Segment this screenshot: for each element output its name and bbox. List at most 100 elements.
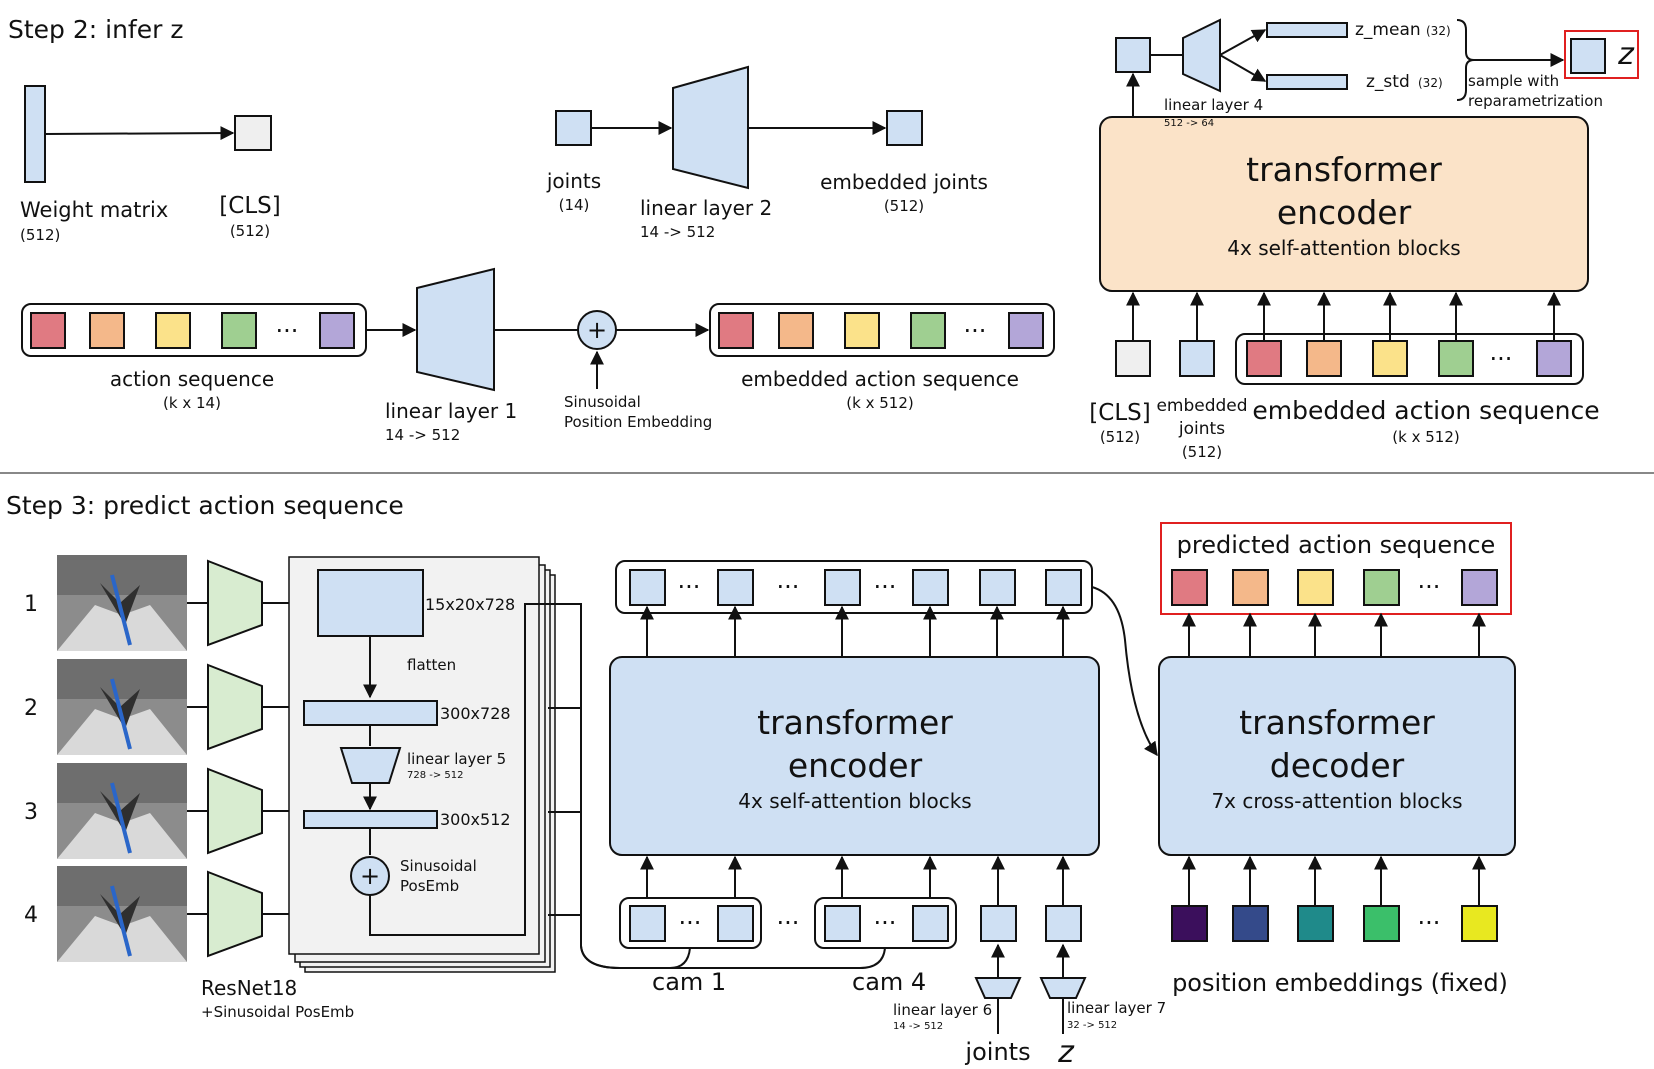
position-embedding-token-2: [1232, 905, 1269, 942]
flattened-block: [303, 700, 438, 726]
camera-number-4: 4: [24, 903, 38, 928]
linear-layer-1-label: linear layer 1: [385, 399, 517, 423]
encoder-output-dots-2: ···: [777, 573, 800, 601]
cls-token: [234, 115, 272, 151]
cam1-token-group: [619, 897, 762, 949]
predicted-action-token-4: [1363, 569, 1400, 606]
encoder-input-action-token-4: [1438, 340, 1474, 377]
linear-layer-4: [1182, 18, 1221, 93]
input-embedded-action-label: embedded action sequence: [1252, 396, 1599, 425]
cvae-transformer-encoder: [1099, 116, 1589, 292]
predicted-dots: ···: [1418, 573, 1441, 601]
embedded-action-token-5: [1008, 312, 1044, 349]
joints-label: joints: [546, 169, 601, 193]
position-embedding-token-4: [1363, 905, 1400, 942]
linear-layer-6-dim: 14 -> 512: [893, 1021, 943, 1032]
decoder-title-1: transformer: [1239, 703, 1435, 742]
cam4-label: cam 4: [852, 968, 926, 996]
encoder-output-token-4: [912, 569, 949, 606]
input-embedded-action-dim: (k x 512): [1392, 428, 1459, 446]
action-sequence-dots: ···: [276, 317, 299, 345]
step2-title: Step 2: infer z: [8, 15, 183, 44]
predicted-action-tokens: [1171, 569, 1498, 606]
z-output-label: z: [1617, 37, 1635, 72]
encoder-input-action-token-2: [1306, 340, 1342, 377]
encoder-input-token-1: [629, 905, 666, 942]
transformer-decoder: [1158, 656, 1516, 856]
linear-layer-1: [416, 267, 495, 392]
sample-label-2: reparametrization: [1468, 92, 1603, 110]
step3-title: Step 3: predict action sequence: [6, 491, 404, 520]
encoder-output-dots-1: ···: [678, 573, 701, 601]
encoder-input-action-token-3: [1372, 340, 1408, 377]
z-std-label: z_std: [1366, 72, 1410, 92]
transformer-encoder: [609, 656, 1100, 856]
z-mean-label: z_mean: [1355, 20, 1421, 40]
input-embedded-action-dots: ···: [1490, 345, 1513, 373]
action-token-2: [89, 312, 125, 349]
camera-photo-4: [57, 866, 187, 962]
camera-number-2: 2: [24, 696, 38, 721]
cvae-encoder-title-1: transformer: [1246, 150, 1442, 189]
encoder-title-1: transformer: [757, 703, 953, 742]
linear-layer-2-dim: 14 -> 512: [640, 223, 715, 241]
sample-label-1: sample with: [1468, 72, 1559, 90]
linear-layer-6-label: linear layer 6: [893, 1001, 992, 1019]
z-output-highlight: [1564, 30, 1639, 79]
encoder-title-2: encoder: [788, 746, 923, 785]
z-std-bar: [1266, 74, 1348, 90]
cvae-encoder-sub: 4x self-attention blocks: [1227, 236, 1460, 260]
joints-dim: (14): [559, 196, 590, 214]
sinusoidal-label-1: Sinusoidal: [564, 393, 641, 411]
predicted-action-label: predicted action sequence: [1177, 531, 1496, 559]
embedded-action-label: embedded action sequence: [741, 367, 1019, 391]
joints-input-label: joints: [964, 1038, 1030, 1066]
weight-matrix: [24, 85, 46, 183]
feature-map-dim: 15x20x728: [425, 595, 515, 614]
decoder-title-2: decoder: [1270, 746, 1405, 785]
embedded-action-group: [709, 303, 1055, 357]
linear-layer-2: [672, 65, 749, 190]
resnet18-4: [207, 870, 263, 958]
encoder-input-token-4: [912, 905, 949, 942]
input-embedded-joints-dim: (512): [1182, 443, 1222, 461]
camera-photo-3: [57, 763, 187, 859]
action-sequence-tokens: [30, 312, 355, 349]
embedded-action-dots: ···: [964, 317, 987, 345]
position-embedding-token-3: [1297, 905, 1334, 942]
cam4-token-group: [814, 897, 957, 949]
camera-photo-1: [57, 555, 187, 651]
weight-matrix-dim: (512): [20, 226, 60, 244]
encoder-input-token-5: [980, 905, 1017, 942]
embedded-action-tokens: [718, 312, 1044, 349]
between-cam-dots: ···: [777, 909, 800, 937]
projected-dim: 300x512: [440, 810, 511, 829]
sinusoidal-label-2: Position Embedding: [564, 413, 712, 431]
action-token-1: [30, 312, 66, 349]
encoder-output-token-6: [1045, 569, 1082, 606]
embedded-action-token-4: [910, 312, 946, 349]
z-std-dim: (32): [1418, 76, 1443, 90]
position-embedding-token-5: [1461, 905, 1498, 942]
input-embedded-joints-label-2: joints: [1178, 419, 1225, 439]
linear-layer-6: [974, 977, 1022, 999]
cls-label: [CLS]: [219, 193, 280, 219]
linear-layer-5: [339, 747, 402, 784]
input-cls-block: [1115, 340, 1151, 377]
position-embedding-tokens: [1171, 905, 1498, 942]
predicted-action-token-3: [1297, 569, 1334, 606]
encoder-output-token-5: [979, 569, 1016, 606]
linear-layer-7: [1039, 977, 1087, 999]
input-embedded-action-group: [1235, 333, 1584, 385]
input-cls-dim: (512): [1100, 428, 1140, 446]
input-cls-label: [CLS]: [1089, 400, 1150, 426]
embedded-action-token-2: [778, 312, 814, 349]
action-sequence-label: action sequence: [110, 367, 274, 391]
encoder-input-token-3: [824, 905, 861, 942]
z-mean-bar: [1266, 22, 1348, 38]
encoder-output-dots-3: ···: [874, 573, 897, 601]
encoder-input-action-token-5: [1536, 340, 1572, 377]
linear-layer-7-dim: 32 -> 512: [1067, 1020, 1117, 1031]
